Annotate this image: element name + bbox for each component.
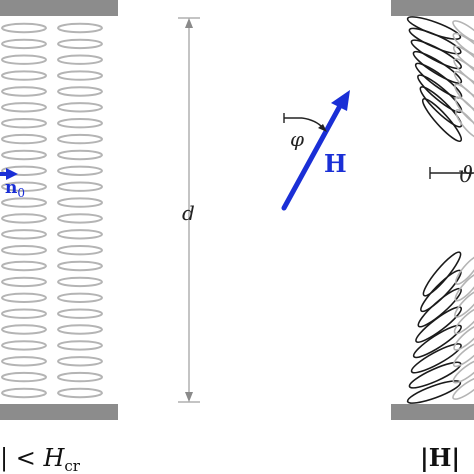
- lc-molecule: [408, 27, 462, 55]
- right-molecule-layer: [406, 16, 474, 404]
- lc-molecule: [452, 358, 474, 384]
- lc-molecule: [1, 371, 47, 383]
- lc-molecule: [57, 54, 103, 65]
- lc-molecule: [57, 340, 103, 351]
- thickness-dimension: [178, 17, 200, 403]
- lc-molecule: [412, 324, 462, 359]
- lc-molecule: [57, 371, 103, 383]
- lc-molecule: [57, 102, 103, 113]
- lc-molecule: [1, 165, 47, 177]
- lc-molecule: [57, 149, 103, 161]
- lc-molecule: [57, 70, 103, 81]
- lc-molecule: [57, 292, 103, 303]
- lc-molecule: [455, 109, 474, 139]
- lc-molecule: [57, 181, 103, 192]
- theta-label: ϑ: [458, 163, 474, 188]
- lc-molecule: [453, 324, 474, 351]
- lc-molecule: [57, 197, 103, 208]
- lc-molecule: [1, 102, 47, 113]
- lc-molecule: [410, 39, 462, 70]
- lc-molecule: [57, 229, 103, 240]
- director-n0-arrow: [0, 168, 18, 180]
- lc-molecule: [57, 356, 103, 367]
- lc-molecule: [1, 213, 47, 224]
- right-condition-label: |H|: [420, 443, 460, 472]
- right-bottom-plate: [391, 404, 474, 420]
- lc-molecule: [57, 213, 103, 224]
- lc-molecule: [454, 289, 474, 318]
- lc-molecule: [57, 260, 103, 272]
- director-label: n0: [5, 178, 25, 200]
- lc-molecule: [57, 245, 103, 256]
- lc-molecule: [57, 165, 103, 177]
- lc-molecule: [1, 118, 47, 129]
- lc-molecule: [453, 306, 474, 335]
- lc-molecule: [452, 341, 474, 368]
- lc-molecule: [1, 308, 47, 319]
- lc-molecule: [1, 340, 47, 351]
- lc-molecule: [1, 245, 47, 256]
- thickness-label: d: [182, 201, 195, 225]
- lc-molecule: [452, 20, 474, 44]
- lc-molecule: [57, 308, 103, 319]
- lc-molecule: [422, 251, 462, 297]
- lc-molecule: [1, 149, 47, 161]
- lc-molecule: [408, 361, 462, 389]
- lc-molecule: [1, 292, 47, 303]
- lc-molecule: [1, 38, 47, 50]
- lc-molecule: [57, 118, 103, 129]
- lc-molecule: [419, 86, 463, 128]
- lc-molecule: [57, 276, 103, 288]
- lc-molecule: [57, 387, 103, 399]
- lc-molecule: [406, 380, 462, 404]
- theta-marker: [429, 167, 474, 179]
- lc-molecule: [454, 272, 474, 302]
- lc-molecule: [410, 343, 462, 374]
- lc-molecule: [1, 181, 47, 192]
- lc-molecule: [1, 86, 47, 97]
- left-condition-label: | < Hcr: [0, 444, 81, 474]
- lc-molecule: [57, 324, 103, 335]
- lc-molecule: [57, 38, 103, 50]
- lc-molecule: [1, 387, 47, 399]
- lc-molecule: [57, 86, 103, 97]
- lc-molecule: [57, 133, 103, 145]
- angle-phi-marker: [283, 113, 327, 132]
- lc-molecule: [1, 133, 47, 145]
- lc-molecule: [1, 22, 47, 34]
- lc-molecule: [57, 22, 103, 34]
- left-top-plate: [0, 0, 118, 16]
- field-h-arrow: [281, 90, 350, 211]
- lc-molecule: [1, 276, 47, 288]
- left-molecule-layer: [1, 22, 103, 399]
- lc-molecule: [1, 356, 47, 367]
- lc-molecule: [1, 197, 47, 208]
- lc-molecule: [1, 229, 47, 240]
- lc-molecule: [455, 255, 474, 285]
- lc-molecule: [1, 70, 47, 81]
- field-label: H: [324, 149, 347, 178]
- lc-molecule: [452, 376, 474, 400]
- left-bottom-plate: [0, 404, 118, 420]
- lc-molecule: [421, 98, 463, 142]
- angle-phi-label: φ: [290, 127, 304, 151]
- lc-molecule: [412, 50, 463, 84]
- right-top-plate: [391, 0, 474, 16]
- lc-molecule: [1, 324, 47, 335]
- lc-molecule: [1, 260, 47, 272]
- lc-molecule: [1, 54, 47, 65]
